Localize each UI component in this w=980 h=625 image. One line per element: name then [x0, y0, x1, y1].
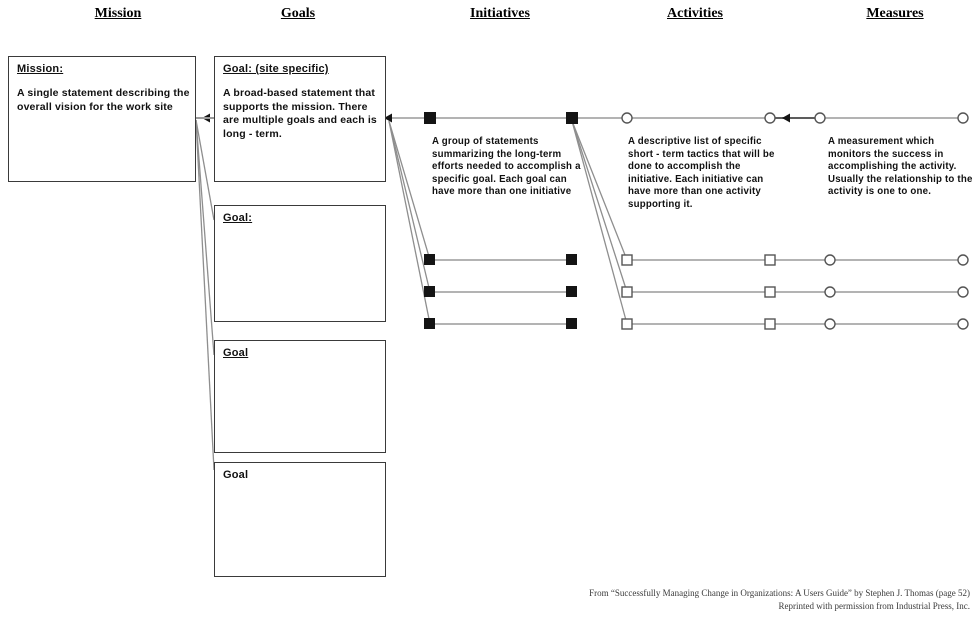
column-header-activities: Activities — [667, 6, 723, 21]
initiative-node — [566, 318, 577, 329]
goal-box-2[interactable]: Goal: — [214, 205, 386, 322]
activity-node — [764, 112, 776, 124]
row-lines — [430, 259, 963, 325]
measure-node — [824, 254, 836, 266]
measure-node — [824, 286, 836, 298]
initiative-node — [424, 286, 435, 297]
activity-node — [621, 286, 633, 298]
goal-box-4[interactable]: Goal — [214, 462, 386, 577]
goal-box-3[interactable]: Goal — [214, 340, 386, 453]
activity-node — [764, 286, 776, 298]
column-header-mission: Mission — [94, 6, 142, 21]
activity-node — [621, 318, 633, 330]
goal-box-3-title: Goal — [223, 347, 249, 359]
credit-line-2: Reprinted with permission from Industria… — [778, 601, 970, 611]
goal-box-2-title: Goal: — [223, 212, 253, 224]
initiatives-to-goal-fan — [388, 120, 431, 325]
mission-box[interactable]: Mission: A single statement describing t… — [8, 56, 196, 182]
activities-description: A descriptive list of specific short - t… — [628, 136, 775, 210]
credit-line-1: From “Successfully Managing Change in Or… — [589, 588, 970, 598]
activity-node — [621, 112, 633, 124]
measure-node — [814, 112, 826, 124]
goals-to-mission-fan — [195, 119, 215, 471]
mission-box-title: Mission: — [17, 63, 64, 75]
activity-node — [764, 254, 776, 266]
initiative-node — [566, 254, 577, 265]
initiative-node — [424, 254, 435, 265]
activity-node — [764, 318, 776, 330]
initiative-node — [424, 318, 435, 329]
goal-box-4-title: Goal — [223, 469, 249, 481]
column-header-goals: Goals — [280, 6, 316, 21]
measure-node — [957, 318, 969, 330]
activity-node — [621, 254, 633, 266]
goal-box-1-body: A broad-based statement that supports th… — [223, 87, 377, 140]
measure-node — [957, 254, 969, 266]
measure-node — [957, 286, 969, 298]
column-header-measures: Measures — [866, 6, 924, 21]
mission-box-body: A single statement describing the overal… — [17, 87, 190, 113]
measures-description: A measurement which monitors the success… — [828, 136, 973, 198]
initiatives-description: A group of statements summarizing the lo… — [432, 136, 581, 198]
goal-box-1-title: Goal: (site specific) — [223, 63, 329, 75]
initiative-node — [566, 286, 577, 297]
initiative-node — [566, 112, 578, 124]
goal-box-1[interactable]: Goal: (site specific) A broad-based stat… — [214, 56, 386, 182]
column-header-initiatives: Initiatives — [470, 6, 530, 21]
initiative-node — [424, 112, 436, 124]
measure-node — [957, 112, 969, 124]
measure-node — [824, 318, 836, 330]
